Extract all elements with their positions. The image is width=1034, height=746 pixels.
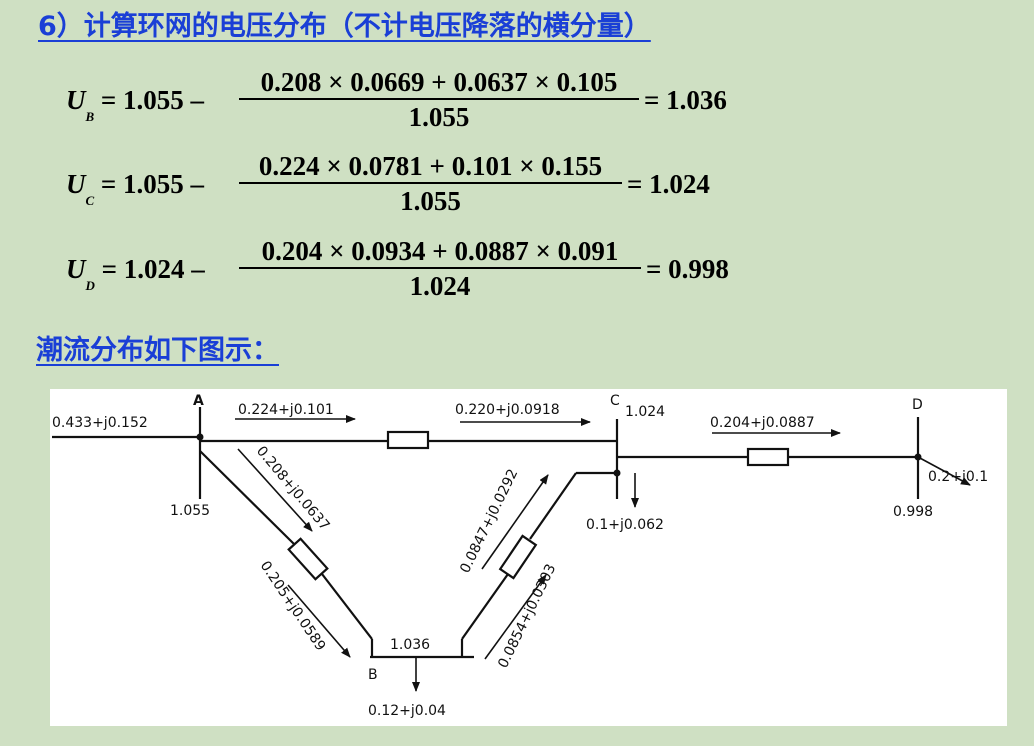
fraction-denominator: 1.055 [408, 102, 470, 132]
equation-result: = 0.998 [646, 254, 729, 284]
flow-label-input-a: 0.433+j0.152 [52, 415, 148, 431]
line-a-b [199, 450, 295, 545]
voltage-label-c: 1.024 [625, 404, 665, 420]
node-label-a: A [193, 393, 204, 409]
impedance-ab [287, 537, 329, 581]
equation-fraction: 0.204 × 0.0934 + 0.0887 × 0.091 1.024 [239, 235, 641, 303]
flow-label-load-b: 0.12+j0.04 [368, 703, 446, 719]
section-heading-voltage: 6）计算环网的电压分布（不计电压降落的横分量） [38, 11, 651, 42]
arrow-ab-end [287, 584, 351, 658]
line-c-b-3 [461, 573, 509, 640]
line-a-b-2 [321, 573, 373, 640]
equation-fraction: 0.224 × 0.0781 + 0.101 × 0.155 1.055 [239, 150, 622, 218]
fraction-numerator: 0.224 × 0.0781 + 0.101 × 0.155 [239, 150, 622, 184]
flow-label-load-d: 0.2+j0.1 [928, 469, 988, 485]
node-label-b: B [368, 667, 378, 683]
voltage-label-a: 1.055 [170, 503, 210, 519]
node-label-c: C [610, 393, 620, 409]
arrow-cb-end [484, 574, 547, 660]
impedance-cd [746, 447, 790, 467]
fraction-denominator: 1.055 [400, 186, 461, 216]
equation-lhs: UC = 1.055 – [66, 169, 205, 209]
flow-label-load-c: 0.1+j0.062 [586, 517, 664, 533]
arrow-ab-start [237, 448, 313, 532]
flow-label-ac-start: 0.224+j0.101 [238, 402, 334, 418]
impedance-ac [386, 430, 430, 450]
equation-lhs: UD = 1.024 – [66, 254, 205, 294]
impedance-cb [498, 534, 538, 580]
voltage-label-b: 1.036 [390, 637, 430, 653]
node-dot-c [613, 469, 621, 477]
flow-label-ab-end: 0.205+j0.0589 [257, 558, 329, 654]
equation-result: = 1.036 [644, 85, 727, 115]
power-flow-diagram: A B C D 1.055 1.036 1.024 0.998 0.433+j0… [50, 389, 1007, 726]
flow-label-ac-end: 0.220+j0.0918 [455, 402, 560, 418]
arrow-cb-start [481, 474, 549, 570]
fraction-denominator: 1.024 [409, 271, 471, 301]
section-heading-power-flow: 潮流分布如下图示： [36, 335, 279, 366]
node-dot-a [196, 433, 204, 441]
flow-label-cd: 0.204+j0.0887 [710, 415, 815, 431]
fraction-numerator: 0.208 × 0.0669 + 0.0637 × 0.105 [239, 66, 639, 100]
equation-result: = 1.024 [627, 169, 710, 199]
flow-label-ab-start: 0.208+j0.0637 [253, 443, 333, 533]
node-label-d: D [912, 397, 923, 413]
fraction-numerator: 0.204 × 0.0934 + 0.0887 × 0.091 [239, 235, 641, 269]
voltage-label-d: 0.998 [893, 504, 933, 520]
arrow-load-d [917, 456, 971, 486]
equation-lhs: UB = 1.055 – [66, 85, 205, 125]
line-c-b-2 [529, 472, 577, 540]
equation-fraction: 0.208 × 0.0669 + 0.0637 × 0.105 1.055 [239, 66, 639, 134]
